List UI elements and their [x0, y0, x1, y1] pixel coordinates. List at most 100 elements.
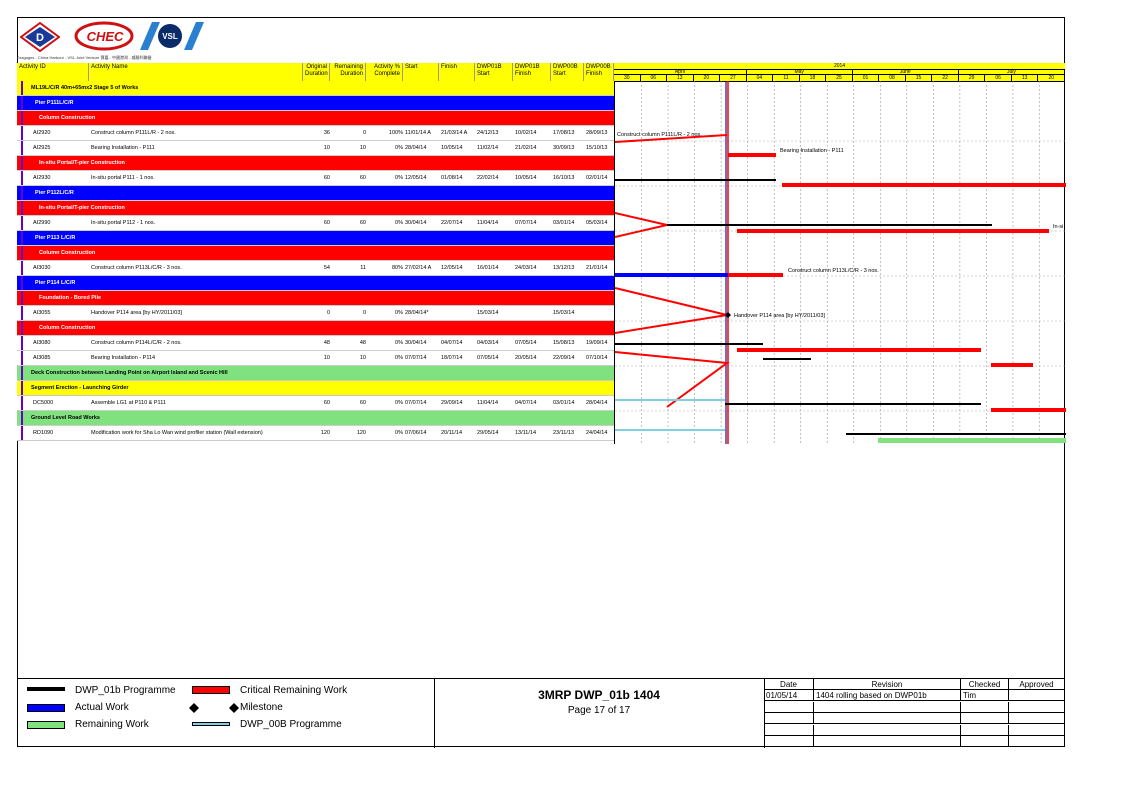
legend-dwp01b: DWP_01b Programme [75, 685, 176, 696]
dwp01b-bar [846, 433, 1066, 435]
wbs-group-label: Deck Construction between Landing Point … [31, 370, 228, 376]
revision-header: Revision [814, 679, 961, 690]
activity-cell-s0: 13/12/13 [553, 265, 575, 271]
column-header: Activity % Complete [366, 63, 403, 81]
legend-dwp00b: DWP_00B Programme [240, 719, 342, 730]
activity-cell-fi: 04/07/14 [441, 340, 463, 346]
wbs-group-label: Ground Level Road Works [31, 415, 100, 421]
timeline-week: 22 [932, 75, 959, 81]
wbs-group-row[interactable]: In-situ Portal/T-pier Construction [17, 201, 614, 216]
bar-label: Bearing Installation - P111 [780, 148, 844, 154]
revision-empty-cell [961, 736, 1009, 747]
programme-title: 3MRP DWP_01b 1404 [538, 688, 660, 702]
wbs-group-row[interactable]: ML19L/C/R 40m+65mx2 Stage 5 of Works [17, 81, 614, 96]
wbs-indent-bar [21, 276, 23, 290]
wbs-group-row[interactable]: Pier P113 L/C/R [17, 231, 614, 246]
timeline-week: 13 [1012, 75, 1039, 81]
revision-empty-cell [1009, 701, 1065, 713]
timeline-week: 13 [667, 75, 694, 81]
column-header: Start [403, 63, 439, 81]
wbs-group-row[interactable]: In-situ Portal/T-pier Construction [17, 156, 614, 171]
column-header: DWP01B Finish [513, 63, 551, 81]
activity-cell-fi: 29/09/14 [441, 400, 463, 406]
bar-label: Construct column P113L/C/R - 3 nos. [788, 268, 879, 274]
wbs-indent-bar [21, 126, 23, 140]
wbs-group-row[interactable]: Segment Erection - Launching Girder [17, 381, 614, 396]
wbs-indent-bar [21, 81, 23, 95]
activity-cell-st: 28/04/14 [405, 145, 427, 151]
activity-cell-rd: 10 [359, 145, 366, 151]
wbs-group-row[interactable]: Pier P111L/C/R [17, 96, 614, 111]
legend-swatch-actual [27, 704, 65, 712]
timeline-week: 06 [641, 75, 668, 81]
wbs-group-row[interactable]: Ground Level Road Works [17, 411, 614, 426]
activity-cell-od: 36 [323, 130, 330, 136]
revision-cell [1009, 690, 1065, 702]
activity-cell-pc: 0% [395, 175, 403, 181]
activity-cell-st: 28/04/14* [405, 310, 429, 316]
activity-cell-name: Handover P114 area [by HY/2011/03] [91, 310, 182, 316]
activity-cell-fi: 18/07/14 [441, 355, 463, 361]
activity-cell-st: 30/04/14 [405, 340, 427, 346]
wbs-group-row[interactable]: Deck Construction between Landing Point … [17, 366, 614, 381]
activity-cell-rd: 11 [360, 265, 366, 271]
activity-cell-od: 60 [323, 175, 330, 181]
dwp01b-bar [725, 403, 981, 405]
revision-empty-cell [961, 713, 1009, 725]
timeline-week: 20 [1038, 75, 1065, 81]
activity-cell-name: Construct column P111L/R - 2 nos. [91, 130, 176, 136]
wbs-group-row[interactable]: Pier P114 L/C/R [17, 276, 614, 291]
critical-link [615, 212, 668, 238]
timeline-month: April [614, 69, 747, 75]
wbs-group-row[interactable]: Pier P112L/C/R [17, 186, 614, 201]
critical-bar [737, 348, 981, 352]
activity-cell-f0: 28/09/13 [586, 130, 608, 136]
activity-cell-id: AI2920 [33, 130, 51, 136]
svg-text:VSL: VSL [162, 32, 178, 41]
activity-cell-s1: 11/04/14 [477, 400, 499, 406]
critical-link [615, 134, 728, 143]
wbs-group-row[interactable]: Foundation - Bored Pile [17, 291, 614, 306]
critical-bar [728, 153, 776, 157]
activity-cell-id: AI2930 [33, 175, 51, 181]
activity-cell-rd: 60 [359, 175, 366, 181]
activity-cell-s1: 22/02/14 [477, 175, 499, 181]
activity-cell-id: AI2925 [33, 145, 51, 151]
activity-cell-id: AI3030 [33, 265, 51, 271]
wbs-indent-bar [21, 381, 23, 395]
activity-cell-pc: 0% [395, 310, 403, 316]
wbs-indent-bar [21, 246, 23, 260]
revision-cell: Tim [961, 690, 1009, 702]
activity-cell-fi: 12/05/14 [441, 265, 463, 271]
wbs-group-row[interactable]: Column Construction [17, 246, 614, 261]
wbs-group-label: Segment Erection - Launching Girder [31, 385, 129, 391]
critical-link [615, 351, 730, 408]
gantt-canvas: Construct column P111L/R - 2 nos.Bearing… [615, 81, 1066, 444]
activity-cell-f0: 15/10/13 [586, 145, 608, 151]
activity-cell-od: 54 [323, 265, 330, 271]
timeline-week: 08 [879, 75, 906, 81]
legend: DWP_01b Programme Critical Remaining Wor… [17, 679, 435, 748]
dwp01b-bar [763, 358, 811, 360]
wbs-group-row[interactable]: Column Construction [17, 111, 614, 126]
activity-cell-name: Construct column P114L/C/R - 2 nos. [91, 340, 182, 346]
timeline-week: 18 [800, 75, 827, 81]
legend-remaining: Remaining Work [75, 719, 149, 730]
activity-cell-fi: 20/11/14 [441, 430, 463, 436]
wbs-indent-bar [21, 306, 23, 320]
wbs-group-label: Pier P112L/C/R [35, 190, 74, 196]
revision-empty-cell [764, 713, 814, 725]
wbs-indent-bar [21, 351, 23, 365]
wbs-group-row[interactable]: Column Construction [17, 321, 614, 336]
activity-row[interactable]: AI2920 Construct column P111L/R - 2 nos. 3… [17, 126, 614, 141]
